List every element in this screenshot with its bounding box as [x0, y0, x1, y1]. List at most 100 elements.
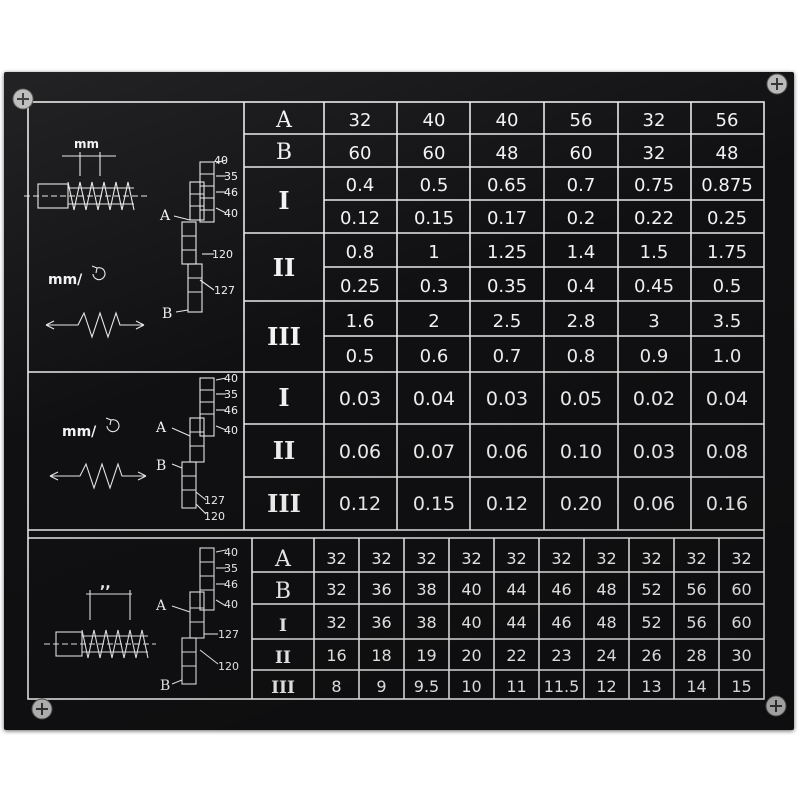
metric-roman-ii: II [273, 253, 295, 282]
metric-cell: 0.35 [487, 276, 527, 297]
plate-face: A B I II III 32 40 40 56 32 56 60 60 48 60 32 48 0.4… [12, 73, 788, 720]
metric-cell: 0.5 [346, 346, 375, 367]
metric-a-cell: 40 [496, 110, 519, 131]
metric-cell: 0.7 [493, 346, 522, 367]
lower-gear-4: 40 [224, 598, 238, 611]
metric-cell: 0.4 [567, 276, 596, 297]
inch-a-cell: 32 [596, 549, 616, 568]
inch-a-cell: 32 [686, 549, 706, 568]
inch-b-cell: 32 [326, 580, 346, 599]
metric-a-cell: 32 [643, 110, 666, 131]
feed-cell: 0.05 [560, 388, 602, 410]
outer-frame [27, 101, 765, 700]
mm-label: mm [74, 137, 99, 151]
metric-thread-diagram: mm mm/ [24, 137, 238, 339]
feed-cell: 0.04 [706, 388, 748, 410]
inch-cell: 16 [326, 646, 346, 665]
inch-cell: 11.5 [544, 677, 580, 696]
feed-roman-iii: III [267, 489, 301, 518]
lower-gear-2: 35 [224, 562, 238, 575]
inch-roman-iii: III [271, 678, 295, 698]
middle-gear-1: 40 [224, 372, 238, 385]
lower-gear-b-label: B [160, 678, 170, 694]
upper-gear-4: 40 [224, 207, 238, 220]
upper-gear-a-label: A [159, 208, 171, 224]
inch-cell: 22 [506, 646, 526, 665]
metric-header-a: A [275, 108, 293, 133]
middle-gear-5: 127 [204, 494, 225, 507]
inch-cell: 19 [416, 646, 436, 665]
screw-bottom-right [765, 695, 787, 717]
inch-cell: 10 [461, 677, 481, 696]
inch-cell: 56 [686, 613, 706, 632]
lower-gear-train [171, 547, 227, 685]
feed-cell: 0.08 [706, 441, 748, 463]
metric-cell: 1.5 [640, 242, 669, 263]
inch-b-cell: 56 [686, 580, 706, 599]
inch-cell: 48 [596, 613, 616, 632]
inch-cell: 11 [506, 677, 526, 696]
feed-cell: 0.12 [486, 493, 528, 515]
metric-cell: 0.9 [640, 346, 669, 367]
inch-a-cell: 32 [506, 549, 526, 568]
screw-top-right [766, 73, 788, 95]
metric-cell: 0.8 [567, 346, 596, 367]
metric-b-cell: 48 [496, 143, 519, 164]
metric-cell: 3 [648, 311, 659, 332]
inch-a-cell: 32 [551, 549, 571, 568]
metric-b-cell: 48 [716, 143, 739, 164]
lathe-threading-plate: A B I II III 32 40 40 56 32 56 60 60 48 60 32 48 0.4… [4, 72, 794, 730]
metric-cell: 1.0 [713, 346, 742, 367]
feed-cell: 0.07 [413, 441, 455, 463]
inch-cell: 32 [326, 613, 346, 632]
metric-a-cell: 40 [423, 110, 446, 131]
feed-cell: 0.15 [413, 493, 455, 515]
lower-gear-5: 127 [218, 628, 239, 641]
upper-gear-b-label: B [162, 306, 172, 322]
metric-cell: 0.25 [340, 276, 380, 297]
metric-b-cell: 60 [570, 143, 593, 164]
inch-a-cell: 32 [416, 549, 436, 568]
upper-gear-train [173, 159, 227, 313]
feed-cell: 0.03 [633, 441, 675, 463]
feed-cell: 0.10 [560, 441, 602, 463]
inch-b-cell: 36 [371, 580, 391, 599]
middle-gear-a-label: A [155, 420, 167, 436]
metric-cell: 0.25 [707, 208, 747, 229]
metric-cell: 0.5 [713, 276, 742, 297]
middle-gear-3: 46 [224, 404, 238, 417]
metric-cell: 0.7 [567, 175, 596, 196]
inch-a-cell: 32 [326, 549, 346, 568]
inch-roman-i: I [279, 616, 287, 636]
rotation-icon-2 [106, 419, 120, 433]
inch-cell: 30 [731, 646, 751, 665]
metric-cell: 0.6 [420, 346, 449, 367]
inch-cell: 44 [506, 613, 526, 632]
metric-b-cell: 60 [349, 143, 372, 164]
inch-cell: 14 [686, 677, 706, 696]
feed-cell: 0.12 [339, 493, 381, 515]
inch-header-b: B [275, 579, 291, 604]
middle-gear-train [171, 377, 227, 515]
metric-a-cell: 56 [716, 110, 739, 131]
metric-b-cell: 60 [423, 143, 446, 164]
inch-a-cell: 32 [461, 549, 481, 568]
metric-cell: 1.25 [487, 242, 527, 263]
inch-cell: 24 [596, 646, 616, 665]
inch-b-cell: 48 [596, 580, 616, 599]
inch-cell: 23 [551, 646, 571, 665]
inch-b-cell: 46 [551, 580, 571, 599]
rotation-icon [92, 267, 106, 281]
inch-cell: 52 [641, 613, 661, 632]
inch-cell: 9.5 [414, 677, 439, 696]
metric-cell: 0.22 [634, 208, 674, 229]
feed-cell: 0.06 [339, 441, 381, 463]
inch-a-cell: 32 [371, 549, 391, 568]
inch-a-cell: 32 [641, 549, 661, 568]
feed-cell: 0.06 [486, 441, 528, 463]
lower-gear-1: 40 [224, 546, 238, 559]
inch-label: ,, [100, 576, 111, 592]
inch-b-cell: 44 [506, 580, 526, 599]
